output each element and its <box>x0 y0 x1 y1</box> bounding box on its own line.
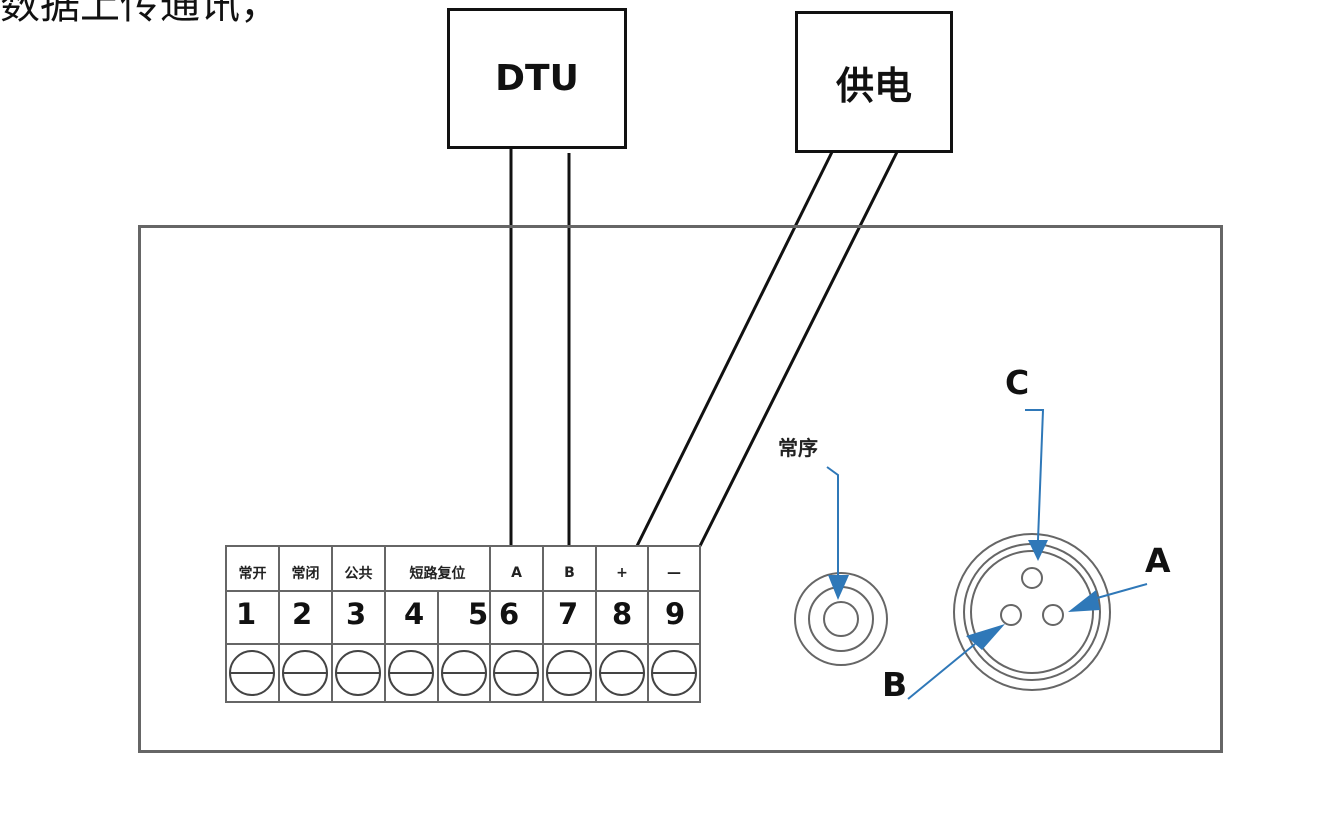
terminal-block <box>225 545 701 703</box>
connector-pointer-a-line <box>1089 583 1148 601</box>
power-box: 供电 <box>795 11 953 153</box>
terminal-header-plus: + <box>616 565 628 581</box>
terminal-header-common: 公共 <box>344 566 373 582</box>
dtu-box: DTU <box>447 8 627 149</box>
screw-5 <box>441 650 487 696</box>
connector-pin-b-label: B <box>882 665 908 704</box>
connector-pin-a-label: A <box>1145 541 1171 580</box>
connector-pointer-c-arrow <box>1028 540 1048 561</box>
sensor-label: 常序 <box>778 436 818 460</box>
terminal-number-1: 1 <box>236 597 257 631</box>
screw-6 <box>493 650 539 696</box>
terminal-number-5: 5 <box>468 597 489 631</box>
terminal-number-8: 8 <box>612 597 633 631</box>
power-wire-plus <box>635 151 834 547</box>
screw-1 <box>229 650 275 696</box>
screw-3 <box>335 650 381 696</box>
terminal-header-no: 常开 <box>238 566 267 582</box>
terminal-number-6: 6 <box>499 597 520 631</box>
terminal-header-nc: 常闭 <box>291 566 320 582</box>
terminal-header-a: A <box>511 565 522 581</box>
sensor-pointer-line <box>826 466 839 582</box>
connector-pin-c-label: C <box>1005 363 1030 402</box>
terminal-number-4: 4 <box>404 597 425 631</box>
device-panel <box>138 225 1223 753</box>
terminal-header-reset: 短路复位 <box>409 566 466 582</box>
terminal-number-3: 3 <box>346 597 367 631</box>
connector-pointer-a-arrow <box>1068 590 1100 612</box>
connector-pointer-b-arrow <box>966 624 1005 650</box>
screw-7 <box>546 650 592 696</box>
screw-9 <box>651 650 697 696</box>
sensor-pointer-arrow <box>828 575 849 600</box>
power-wire-minus <box>698 151 899 547</box>
screw-8 <box>599 650 645 696</box>
connector-pointer-c-line <box>1025 409 1045 541</box>
terminal-header-b: B <box>564 565 575 581</box>
terminal-header-minus: — <box>667 565 681 581</box>
screw-2 <box>282 650 328 696</box>
screw-4 <box>388 650 434 696</box>
terminal-number-2: 2 <box>292 597 313 631</box>
connector-pointer-b-line <box>907 643 976 700</box>
terminal-screws <box>229 650 697 696</box>
top-caption: 数据上传通讯， <box>0 0 280 28</box>
terminal-number-9: 9 <box>665 597 686 631</box>
terminal-number-7: 7 <box>558 597 579 631</box>
